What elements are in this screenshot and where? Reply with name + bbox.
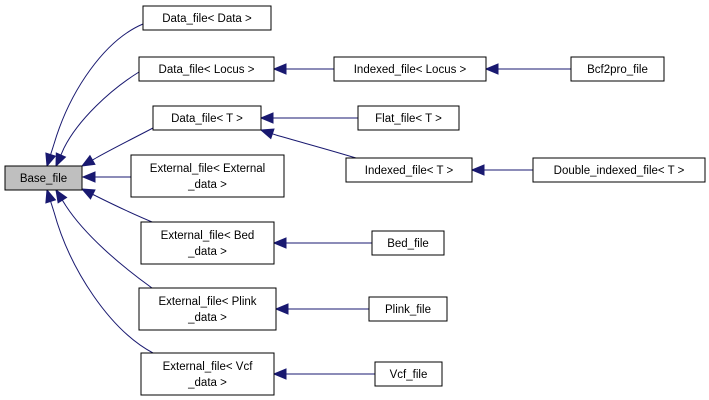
class-node-flat-file-t[interactable]: Flat_file< T > [357,105,460,131]
class-node-vcf-file[interactable]: Vcf_file [374,361,443,387]
arrowhead-icon [259,128,275,140]
edge-connector [60,147,65,156]
class-box[interactable] [374,361,443,387]
arrowhead-icon [81,171,96,183]
class-box[interactable] [152,105,262,131]
class-label: _data > [187,246,227,258]
class-label: Data_file< Data > [162,13,252,25]
edge-line [65,205,153,289]
edge-connector [50,143,55,155]
class-node-base-file[interactable]: Base_file [4,165,83,191]
edge-bed_file-to-external_file_bed [272,237,372,249]
class-node-external-file-plink[interactable]: External_file< Plink _data > [138,287,277,331]
class-node-plink-file[interactable]: Plink_file [368,296,448,322]
edge-connector [92,157,97,161]
class-label: _data > [187,179,227,191]
edge-line [275,134,357,159]
class-label: Indexed_file< Locus > [354,64,467,76]
class-label: External_file< Vcf [163,361,254,373]
arrowhead-icon [272,237,287,249]
arrowhead-icon [274,303,289,315]
edge-double_indexed_file_t-to-indexed_file_t [470,164,533,176]
edge-line [53,211,154,354]
class-label: Plink_file [385,304,431,316]
edge-external_file_external-to-base_file [81,171,131,183]
class-label: Vcf_file [390,369,428,381]
edge-plink_file-to-external_file_plink [274,303,369,315]
edge-connector [92,193,97,197]
class-node-double-indexed-file-t[interactable]: Double_indexed_file< T > [532,157,706,183]
class-box[interactable] [142,5,272,31]
edge-bcf2pro_file-to-indexed_file_locus [484,63,571,75]
edge-vcf_file-to-external_file_vcf [272,368,375,380]
class-node-external-file-bed[interactable]: External_file< Bed _data > [140,221,275,265]
class-box[interactable] [532,157,706,183]
class-box[interactable] [345,157,473,183]
edge-connector [50,201,55,213]
edge-external_file_plink-to-base_file [55,188,153,289]
class-node-indexed-file-locus[interactable]: Indexed_file< Locus > [333,56,487,82]
class-label: Data_file< Locus > [159,64,255,76]
class-node-indexed-file-t[interactable]: Indexed_file< T > [345,157,473,183]
class-box[interactable] [371,230,445,256]
class-label: External_file< Bed [161,230,255,242]
class-label: _data > [187,312,227,324]
arrowhead-icon [484,63,499,75]
class-label: Base_file [20,173,67,185]
class-box[interactable] [4,165,83,191]
arrowhead-icon [272,63,287,75]
class-box[interactable] [368,296,448,322]
edge-data_file_t-to-base_file [80,127,154,167]
edge-line [95,127,154,159]
class-label: Bed_file [387,238,429,250]
arrowhead-icon [272,368,287,380]
class-label: Data_file< T > [171,113,243,125]
edge-data_file_locus-to-base_file [55,71,140,168]
class-node-bed-file[interactable]: Bed_file [371,230,445,256]
class-label: Indexed_file< T > [365,165,454,177]
edge-indexed_file_locus-to-data_file_locus [272,63,334,75]
edge-external_file_bed-to-base_file [80,188,158,225]
arrowhead-icon [55,188,68,204]
nodes-layer: Base_file Data_file< Data > Data_file< Loc… [4,5,706,396]
edge-connector [272,133,277,136]
edge-line [95,195,158,225]
class-label: External_file< External [150,163,265,175]
arrowhead-icon [55,152,67,168]
arrowhead-icon [80,154,96,167]
class-box[interactable] [140,352,275,396]
class-box[interactable] [357,105,460,131]
class-node-data-file-locus[interactable]: Data_file< Locus > [138,56,275,82]
edge-flat_file_t-to-data_file_t [259,112,358,124]
edge-connector [61,199,67,207]
class-label: External_file< Plink [158,296,256,308]
class-box[interactable] [138,56,275,82]
arrowhead-icon [45,188,57,204]
class-label: _data > [187,377,227,389]
class-label: Flat_file< T > [375,113,442,125]
edge-data_file_data-to-base_file [45,23,144,168]
edge-line [53,23,144,145]
arrowhead-icon [45,152,57,168]
class-box[interactable] [130,154,285,198]
class-node-bcf2pro-file[interactable]: Bcf2pro_file [570,56,665,82]
arrowhead-icon [470,164,485,176]
class-box[interactable] [138,287,277,331]
class-label: Double_indexed_file< T > [554,165,685,177]
class-box[interactable] [140,221,275,265]
class-box[interactable] [333,56,487,82]
class-node-data-file-data[interactable]: Data_file< Data > [142,5,272,31]
arrowhead-icon [80,188,96,200]
edge-indexed_file_t-to-data_file_t [259,128,357,159]
class-node-data-file-t[interactable]: Data_file< T > [152,105,262,131]
edges-layer [45,23,571,380]
edge-external_file_vcf-to-base_file [45,188,154,354]
class-box[interactable] [570,56,665,82]
class-node-external-file-external[interactable]: External_file< External _data > [130,154,285,198]
class-label: Bcf2pro_file [587,64,648,76]
arrowhead-icon [259,112,274,124]
edge-line [63,71,140,149]
class-node-external-file-vcf[interactable]: External_file< Vcf _data > [140,352,275,396]
